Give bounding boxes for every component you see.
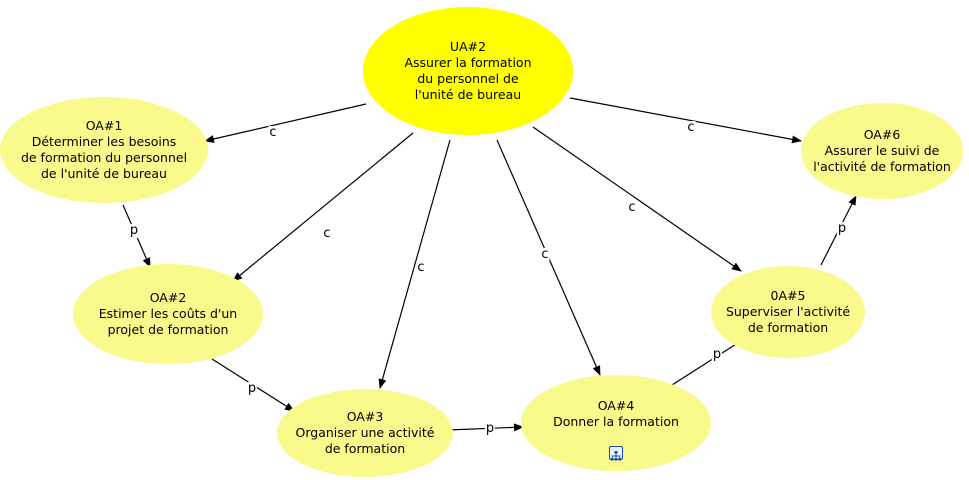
edge-label-ua2-oa2: c: [322, 226, 332, 241]
edge-label-oa2-oa3: p: [246, 381, 258, 396]
node-text-line: projet de formation: [107, 322, 229, 337]
edge-label-oa5-oa6: p: [836, 221, 848, 236]
edge-label-ua2-oa4: c: [540, 247, 550, 262]
edge-ua2-oa2: [232, 132, 414, 282]
node-text-line: Assurer la formation: [404, 55, 532, 70]
node-oa2[interactable]: [73, 264, 263, 364]
node-id: OA#3: [346, 409, 384, 424]
node-text-line: de formation: [747, 320, 829, 335]
edge-oa4-oa5: [671, 338, 745, 386]
edge-label-oa4-oa5: p: [711, 347, 723, 362]
edge-label-ua2-oa1: c: [268, 125, 278, 140]
hierarchy-icon: [611, 451, 621, 461]
node-id: UA#2: [449, 39, 487, 54]
node-id: OA#4: [597, 398, 635, 413]
node-text-line: de l'unité de bureau: [41, 166, 167, 181]
node-id: OA#2: [149, 290, 187, 305]
node-text-line: l'unité de bureau: [414, 87, 522, 102]
node-text-line: de formation du personnel: [20, 150, 188, 165]
node-text-line: Superviser l'activité: [725, 304, 851, 319]
node-oa3[interactable]: [277, 389, 453, 477]
edge-label-oa3-oa4: p: [484, 421, 496, 436]
edge-ua2-oa3: [378, 139, 451, 389]
node-oa6[interactable]: [801, 103, 963, 199]
edge-label-ua2-oa5: c: [627, 200, 637, 215]
node-text-line: Déterminer les besoins: [31, 134, 177, 149]
node-id: 0A#5: [770, 288, 806, 303]
node-oa4[interactable]: [521, 375, 711, 471]
node-text-line: Organiser une activité: [295, 425, 435, 440]
node-text-line: l'activité de formation: [813, 159, 951, 174]
node-id: OA#6: [863, 127, 901, 142]
edge-label-ua2-oa6: c: [686, 120, 696, 135]
node-ua2[interactable]: [363, 7, 573, 135]
node-text-line: du personnel de: [417, 71, 519, 86]
node-oa1[interactable]: [0, 97, 208, 203]
edge-ua2-oa1: [204, 103, 367, 143]
node-text-line: Assurer le suivi de: [824, 143, 940, 158]
node-id: OA#1: [85, 118, 123, 133]
edge-label-oa1-oa2: p: [128, 223, 140, 238]
node-oa5[interactable]: [711, 266, 865, 358]
edge-ua2-oa6: [569, 97, 802, 144]
edge-ua2-oa5: [532, 126, 742, 272]
node-text-line: Estimer les coûts d'un: [98, 306, 238, 321]
node-text-line: de formation: [324, 441, 406, 456]
submap-icon[interactable]: [609, 446, 623, 461]
node-text-line: Donner la formation: [553, 414, 679, 429]
edge-label-ua2-oa3: c: [416, 260, 426, 275]
